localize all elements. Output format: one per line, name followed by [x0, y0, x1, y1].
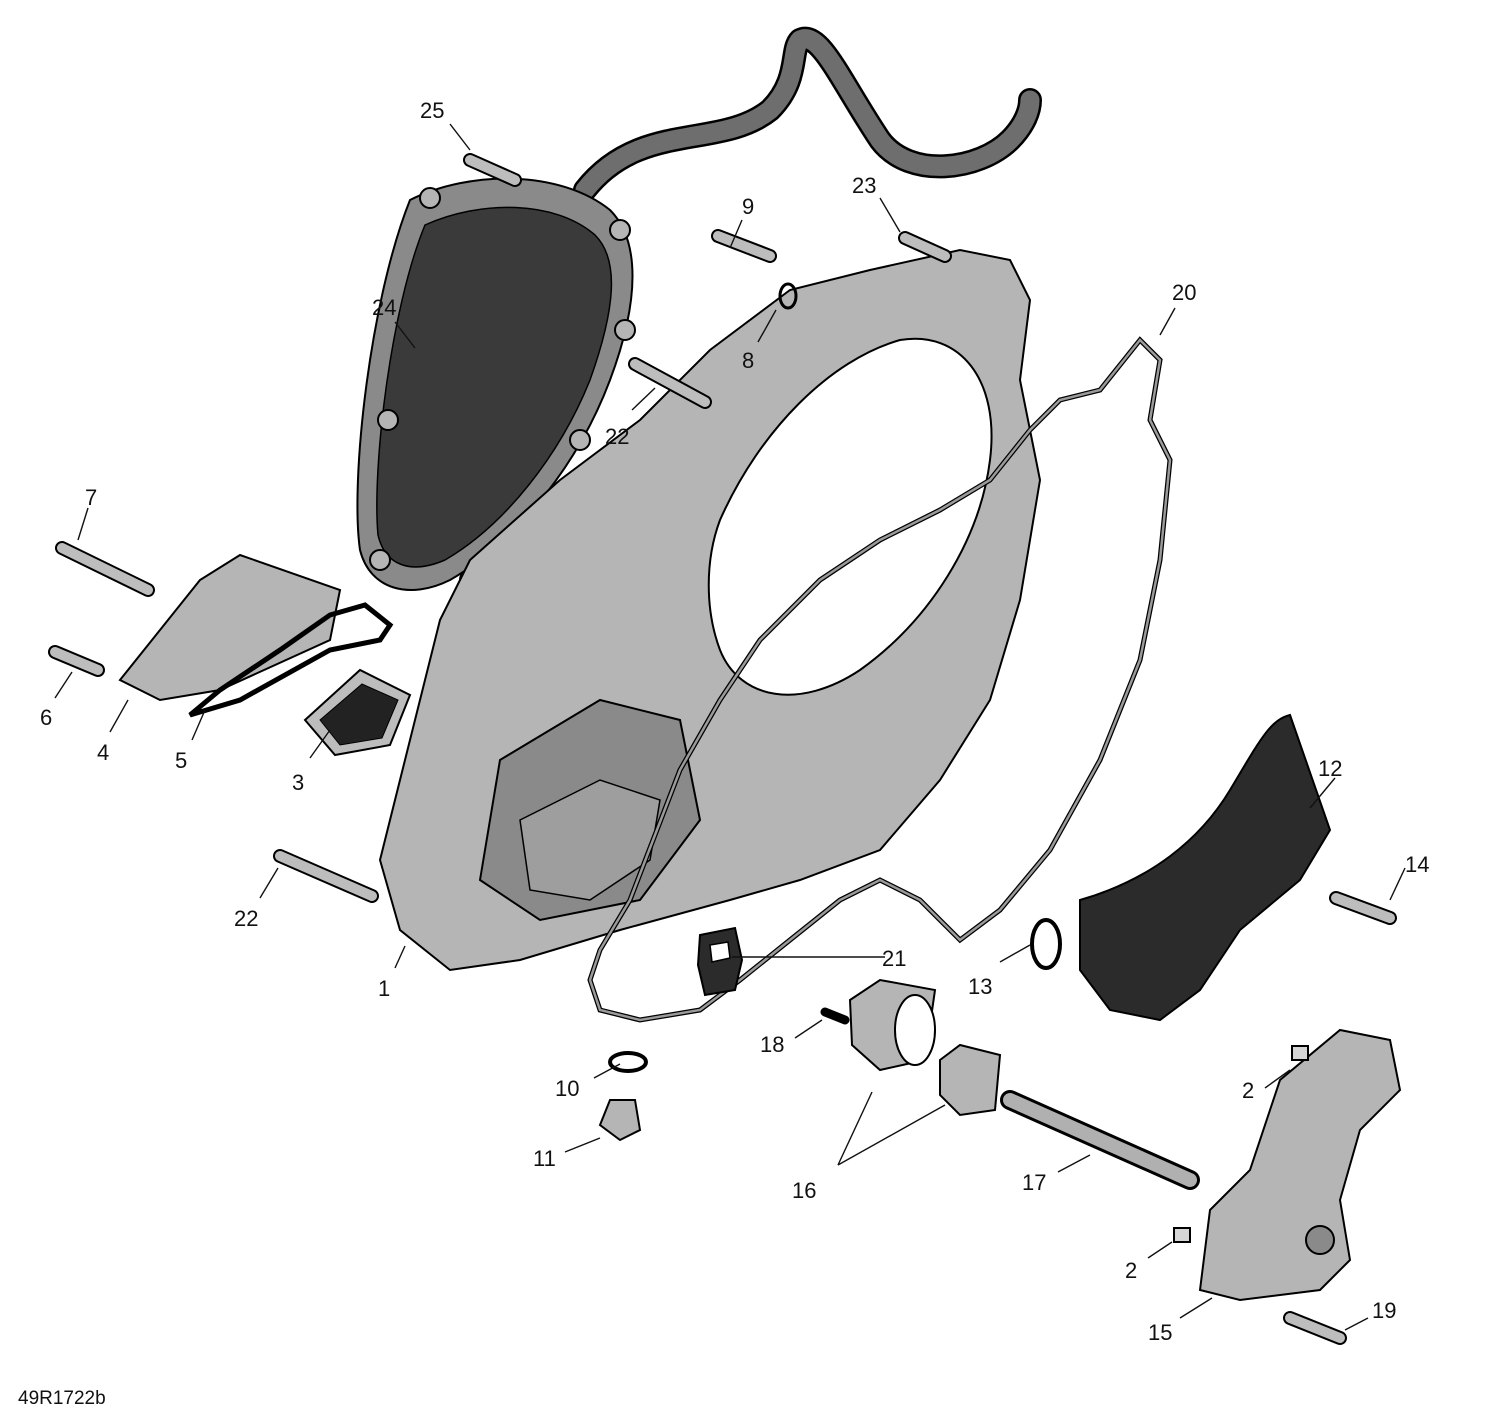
bolt-22-bottom: [273, 849, 379, 903]
gasket-20: [587, 336, 1173, 1023]
callout-20: 20: [1172, 280, 1196, 305]
pin-2a: [1291, 1045, 1309, 1061]
bolt-25: [463, 153, 522, 187]
leader-lines: [54, 123, 1406, 1331]
part-21: [696, 926, 744, 997]
sleeve-16a: [848, 978, 937, 1072]
callout-4: 4: [97, 740, 109, 765]
callout-3: 3: [292, 770, 304, 795]
bolt-6: [48, 645, 105, 677]
callout-25: 25: [420, 98, 444, 123]
breather-hose: [573, 26, 1042, 202]
callout-13: 13: [968, 974, 992, 999]
callout-11: 11: [533, 1146, 556, 1171]
callout-16: 16: [792, 1178, 816, 1203]
callout-19: 19: [1372, 1298, 1396, 1323]
callout-1: 1: [378, 976, 390, 1001]
callout-17: 17: [1022, 1170, 1046, 1195]
callout-15: 15: [1148, 1320, 1172, 1345]
seal-ring-10: [608, 1051, 648, 1073]
gasket-5: [188, 602, 394, 718]
bolt-19: [1283, 1311, 1347, 1345]
callout-7: 7: [85, 485, 97, 510]
guard-12: [1079, 713, 1332, 1022]
callout-14: 14: [1405, 852, 1429, 877]
callout-21: 21: [882, 946, 906, 971]
bolt-9: [711, 229, 777, 263]
callout-2a: 2: [1242, 1078, 1254, 1103]
sleeve-16b: [939, 1043, 1002, 1117]
callout-9: 9: [742, 194, 754, 219]
plate-4: [118, 553, 342, 702]
o-ring-13: [1030, 918, 1062, 970]
callout-5: 5: [175, 748, 187, 773]
callout-labels: 1 2 2 3 4 5 6 7 8 9 10 11 12 13 14 15 16…: [40, 98, 1429, 1345]
callout-23: 23: [852, 173, 876, 198]
bolt-7: [55, 541, 155, 597]
shaft-17: [1000, 1090, 1200, 1190]
bolt-23: [898, 231, 952, 263]
screen-3: [303, 668, 412, 757]
cover-24: [356, 177, 636, 591]
bracket-15: [1198, 1028, 1402, 1302]
callout-10: 10: [555, 1076, 579, 1101]
bolt-22-top: [628, 357, 712, 409]
callout-24: 24: [372, 295, 396, 320]
pin-18: [820, 1007, 850, 1025]
drain-plug-11: [598, 1099, 642, 1142]
callout-2b: 2: [1125, 1258, 1137, 1283]
callout-18: 18: [760, 1032, 784, 1057]
callout-8: 8: [742, 348, 754, 373]
pin-2b: [1173, 1227, 1191, 1243]
reference-code: 49R1722b: [18, 1388, 106, 1409]
callout-22b: 22: [234, 906, 258, 931]
o-ring-8: [778, 282, 798, 310]
callout-6: 6: [40, 705, 52, 730]
callout-22a: 22: [605, 424, 629, 449]
bolt-14: [1329, 891, 1397, 925]
callout-12: 12: [1318, 756, 1342, 781]
